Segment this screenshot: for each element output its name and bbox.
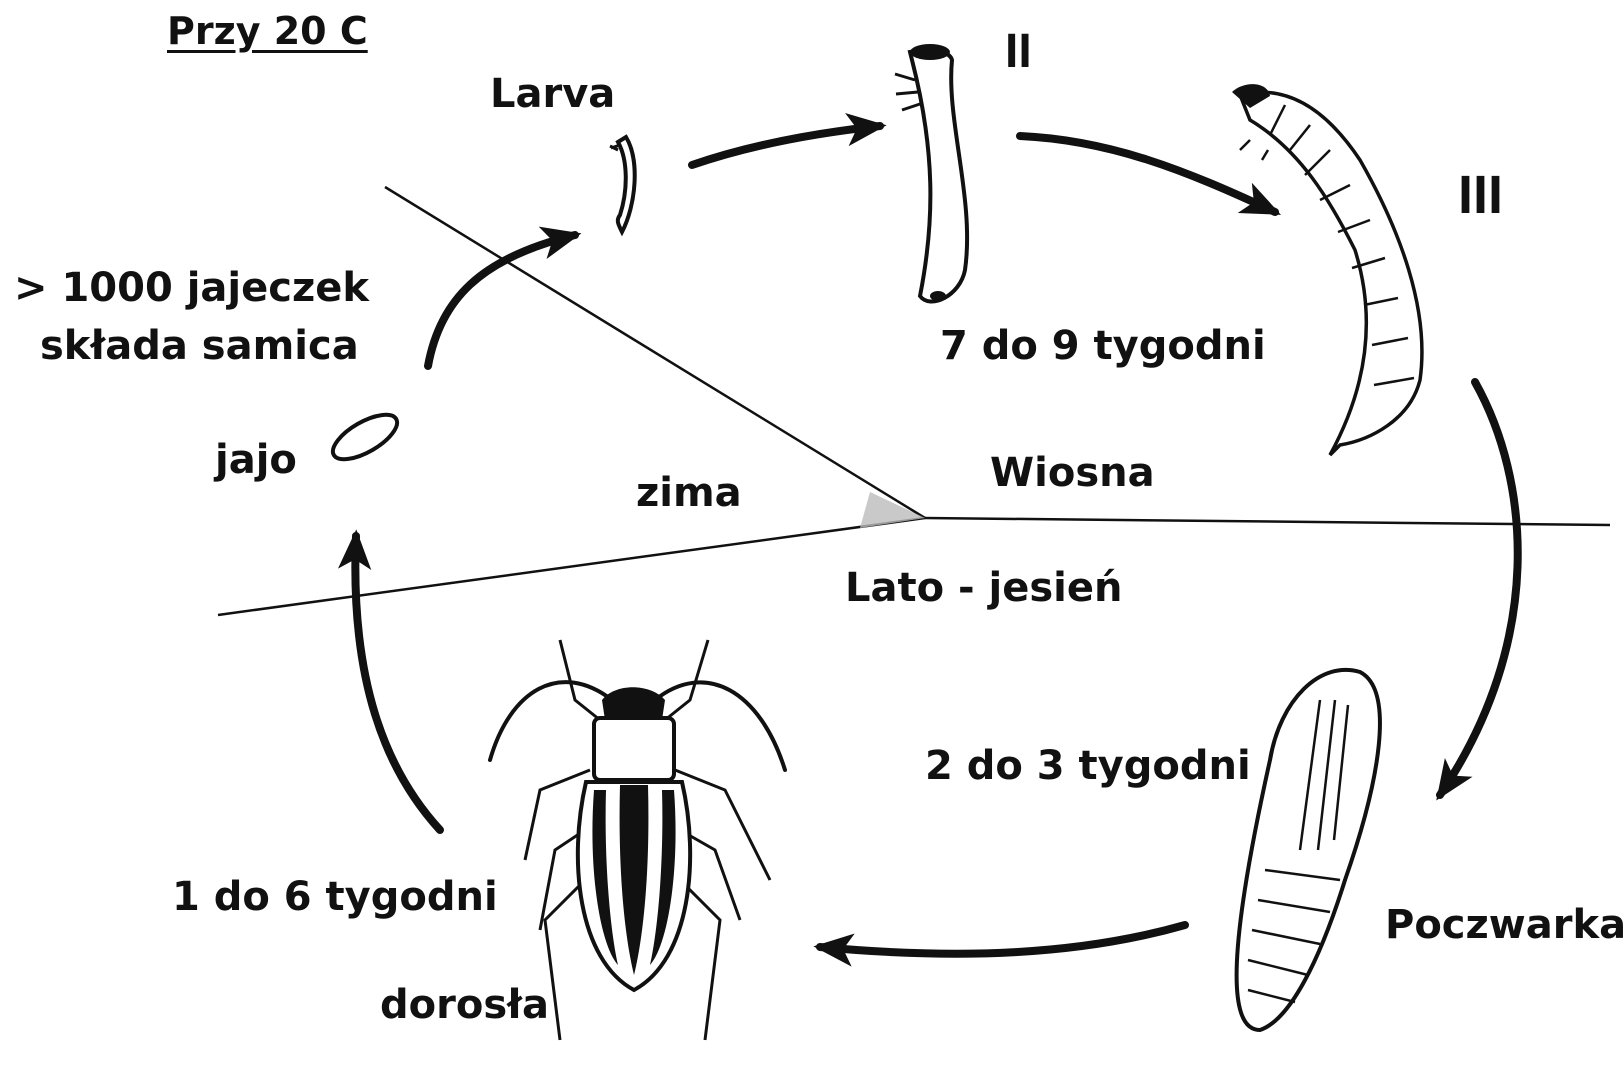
egg-icon xyxy=(326,406,403,468)
larva-duration-label: 7 do 9 tygodni xyxy=(940,326,1266,366)
pupa-icon xyxy=(1237,670,1380,1030)
arrow-egg-to-larva xyxy=(428,235,575,366)
larva-stage3-label: III xyxy=(1458,168,1503,222)
adult-beetle-icon xyxy=(490,640,785,1040)
larva-stage1-icon xyxy=(610,137,635,232)
season-summer-autumn-label: Lato - jesień xyxy=(845,568,1123,608)
egg-label: jajo xyxy=(215,440,297,480)
adult-label: dorosła xyxy=(380,985,549,1025)
adult-duration-label: 1 do 6 tygodni xyxy=(172,877,498,917)
eggs-note-line2: składa samica xyxy=(40,326,359,366)
arrow-larva-to-pupa xyxy=(1440,382,1518,795)
larva-label: Larva xyxy=(490,74,615,114)
larva-stage3-icon xyxy=(1232,84,1422,455)
arrow-pupa-to-adult xyxy=(820,925,1185,954)
larva-stage2-label: II xyxy=(1005,28,1032,76)
pupa-duration-label: 2 do 3 tygodni xyxy=(925,746,1251,786)
arrow-stage2-to-stage3 xyxy=(1020,136,1275,212)
diagram-title: Przy 20 C xyxy=(167,12,368,50)
arrow-larva-to-stage2 xyxy=(692,126,880,165)
pupa-label: Poczwarka xyxy=(1385,905,1624,945)
eggs-note-line1: > 1000 jajeczek xyxy=(14,268,369,308)
season-spring-label: Wiosna xyxy=(990,453,1155,493)
season-winter-label: zima xyxy=(636,473,742,513)
larva-stage2-icon xyxy=(895,44,967,302)
arrow-adult-to-egg xyxy=(355,536,440,830)
